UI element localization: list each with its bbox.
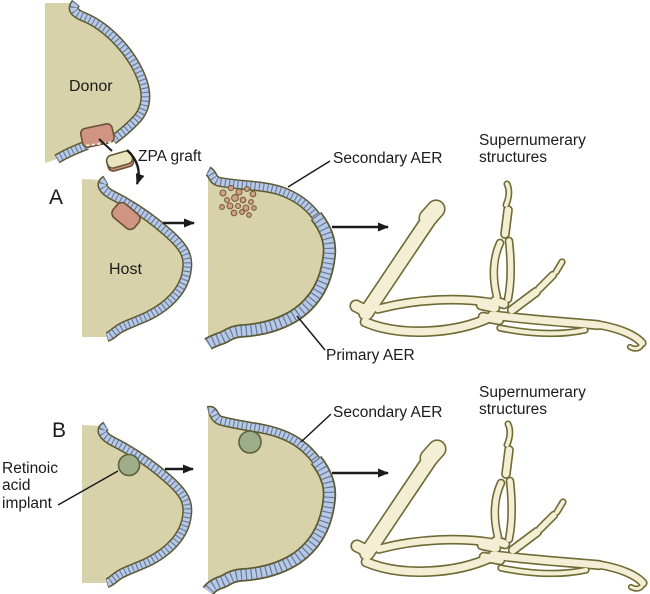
bud-with-secondary-aer-b [208, 411, 329, 591]
panel-a-artwork [45, 3, 647, 352]
supernumerary-skeleton-b [350, 420, 648, 592]
retinoic-acid-bead-2 [238, 430, 262, 454]
secondary-aer-pointer-b [300, 413, 332, 443]
zpa-region-cut [79, 123, 115, 148]
secondary-aer-label-b: Secondary AER [333, 404, 443, 421]
donor-limb-bud [45, 3, 145, 163]
retinoic-implant-bud [82, 425, 187, 583]
retinoic-acid-bead [117, 453, 141, 477]
bud-with-secondary-aer-a [208, 171, 329, 344]
zpa-graft-label: ZPA graft [138, 148, 202, 165]
supernumerary-skeleton-a [349, 180, 647, 352]
secondary-aer-label-a: Secondary AER [333, 150, 443, 167]
donor-label: Donor [69, 78, 113, 95]
supernumerary-label-a: Supernumerary structures [479, 132, 586, 167]
host-limb-bud [82, 179, 187, 337]
panel-b-artwork [57, 411, 648, 592]
host-label: Host [109, 261, 142, 278]
graft-transfer-arrow [126, 149, 145, 185]
primary-aer-label: Primary AER [326, 347, 415, 364]
panel-a-letter: A [49, 186, 64, 209]
retinoic-implant-label: Retinoic acid implant [2, 460, 58, 512]
panel-b-letter: B [52, 419, 67, 442]
retinoic-label-pointer [57, 470, 119, 506]
supernumerary-label-b: Supernumerary structures [479, 384, 586, 419]
graft-cut-line [98, 138, 113, 152]
dispersed-graft-cells [219, 184, 257, 218]
zpa-graft-piece [105, 150, 135, 172]
implanted-zpa-graft [111, 201, 141, 231]
secondary-aer-pointer-a [287, 160, 331, 188]
primary-aer-pointer-a [296, 315, 326, 351]
